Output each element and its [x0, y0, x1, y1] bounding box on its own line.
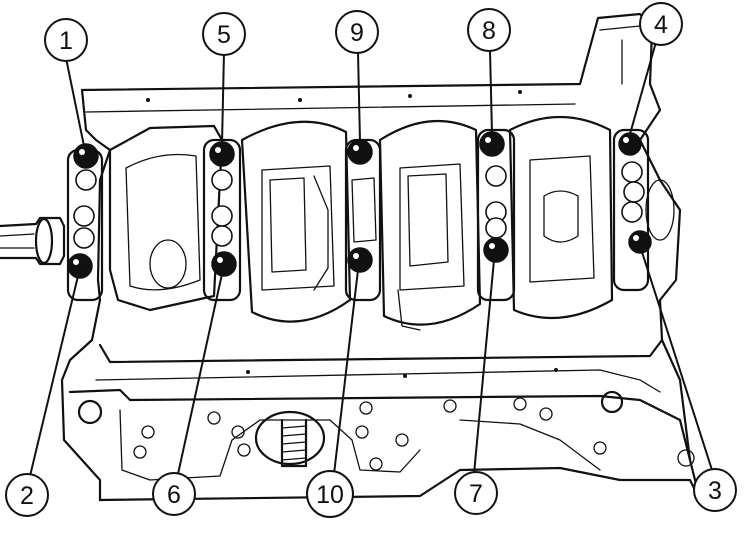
bolt-6 — [211, 251, 237, 277]
left-end-plate — [60, 88, 112, 502]
callout-1: 1 — [44, 18, 88, 62]
engine-block-drawing — [0, 12, 702, 502]
callout-9: 9 — [335, 10, 379, 54]
callout-10: 10 — [306, 470, 354, 518]
bolt-7 — [483, 237, 509, 263]
callout-leaders — [29, 41, 713, 477]
leader-8 — [489, 49, 493, 135]
bolt-1 — [73, 143, 99, 169]
callout-6: 6 — [152, 472, 196, 516]
block-speckles — [146, 90, 558, 378]
lower-pan-rail — [68, 338, 702, 502]
leader-7 — [473, 259, 495, 475]
bolt-10 — [347, 247, 373, 273]
callout-6-label: 6 — [167, 481, 181, 509]
callout-2-label: 2 — [20, 482, 34, 510]
callout-4: 4 — [639, 2, 683, 46]
leader-6 — [177, 273, 223, 475]
leader-1 — [65, 57, 85, 147]
callout-1-label: 1 — [59, 27, 73, 55]
bolt-3 — [628, 230, 652, 254]
bolt-4 — [618, 132, 642, 156]
leader-2 — [29, 275, 79, 477]
crankshaft-snout — [0, 216, 66, 266]
callout-2: 2 — [5, 473, 49, 517]
callout-7-label: 7 — [469, 480, 483, 508]
leader-3 — [641, 251, 713, 471]
bearing-cap-bolts — [67, 131, 652, 279]
callout-3-label: 3 — [708, 477, 722, 505]
leader-5 — [221, 51, 225, 145]
callout-5-label: 5 — [217, 21, 231, 49]
crank-throw-bays — [108, 116, 702, 502]
callout-3: 3 — [693, 468, 737, 512]
bolt-8 — [479, 131, 505, 157]
leader-4 — [629, 41, 657, 135]
leader-9 — [357, 51, 361, 143]
bearing-cap-5 — [612, 128, 650, 292]
leader-10 — [333, 269, 359, 475]
callout-4-label: 4 — [654, 11, 668, 39]
bolt-5 — [209, 141, 235, 167]
callout-5: 5 — [202, 12, 246, 56]
bolt-2 — [67, 253, 93, 279]
callout-8-label: 8 — [482, 17, 496, 45]
callout-10-label: 10 — [316, 481, 344, 509]
callout-7: 7 — [454, 471, 498, 515]
bearing-cap-4 — [476, 128, 516, 302]
bolt-9 — [347, 139, 373, 165]
callout-9-label: 9 — [350, 19, 364, 47]
callout-8: 8 — [467, 8, 511, 52]
callout-bubbles: 1 2 3 4 5 6 7 8 — [5, 2, 737, 518]
block-top-rail-inner — [85, 25, 641, 113]
